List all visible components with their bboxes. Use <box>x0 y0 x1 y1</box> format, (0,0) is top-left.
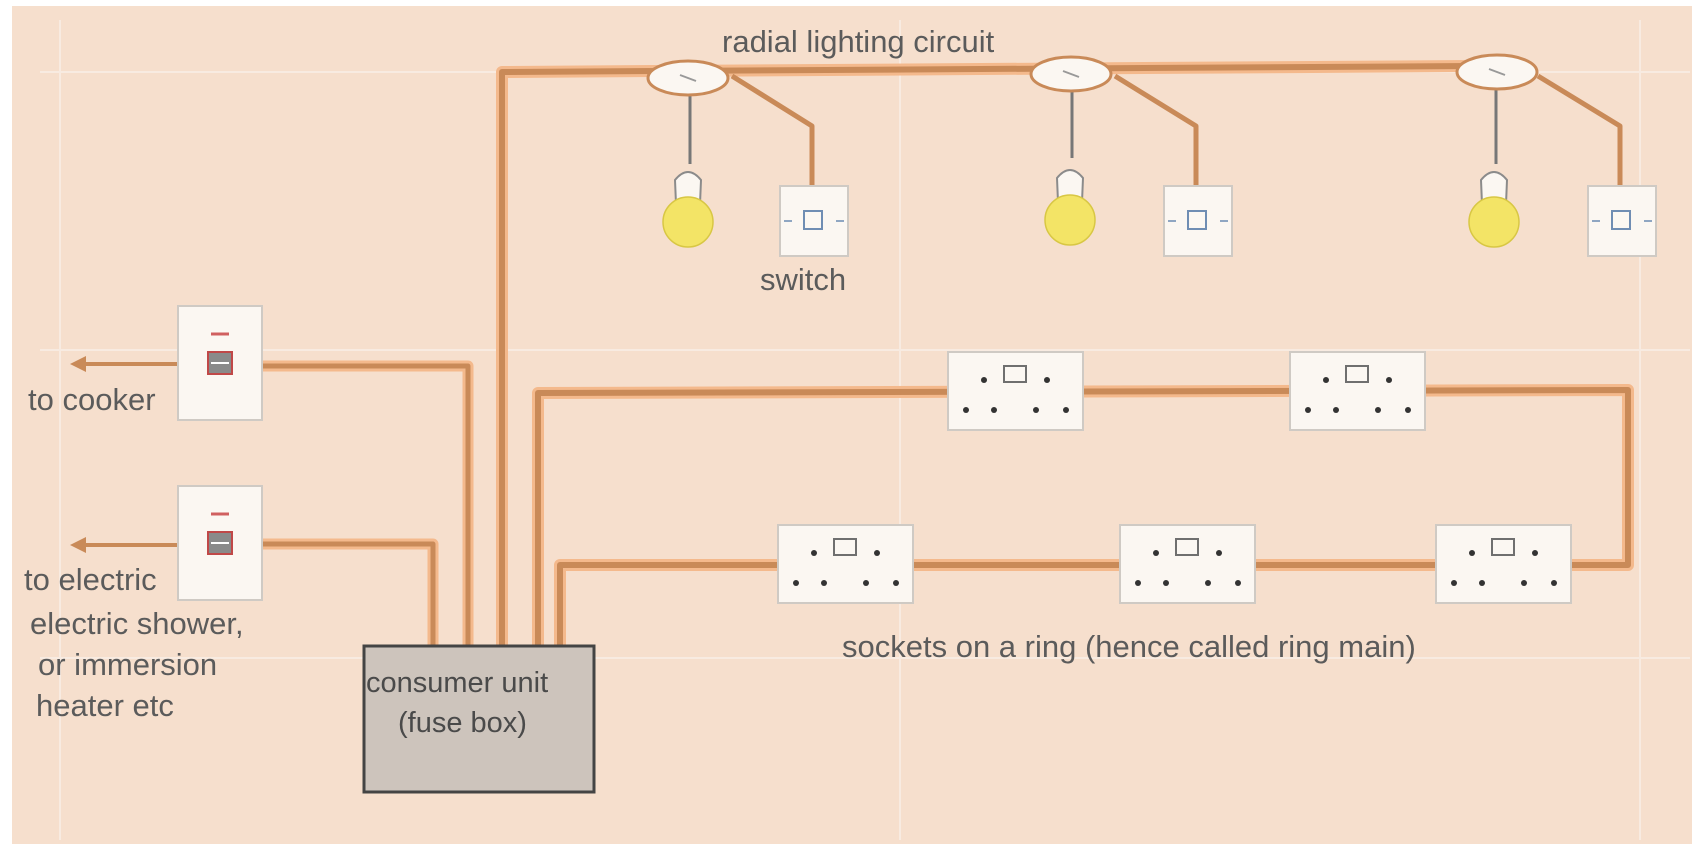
labels: radial lighting circuit switch to cooker… <box>24 24 1416 739</box>
lighting-circuit-wire <box>496 60 1623 645</box>
consumer-unit-label-line1: consumer unit <box>366 667 548 699</box>
diagram-background <box>12 6 1692 844</box>
wires <box>70 60 1634 645</box>
isolator-switch-icon <box>176 304 264 422</box>
double-socket-icon <box>1289 351 1426 431</box>
ceiling-rose-icon <box>646 59 730 97</box>
electric-label-line1: to electric <box>24 562 157 597</box>
electric-label-line4: heater etc <box>36 688 174 723</box>
light-switch-icon <box>1587 185 1657 257</box>
double-socket-icon <box>947 351 1084 431</box>
ring-main-wire <box>532 384 1634 645</box>
cooker-circuit-wire <box>70 356 474 645</box>
isolator-switch-icon <box>176 484 264 602</box>
light-switch-icon <box>779 185 849 257</box>
light-switch-icon <box>1163 185 1233 257</box>
ceiling-rose-icon <box>1029 55 1113 93</box>
lighting-circuit-label: radial lighting circuit <box>722 24 995 59</box>
consumer-unit-label-line2: (fuse box) <box>398 707 527 739</box>
double-socket-icon <box>1435 524 1572 604</box>
cooker-label: to cooker <box>28 382 156 417</box>
double-socket-icon <box>777 524 914 604</box>
ring-main-label: sockets on a ring (hence called ring mai… <box>842 629 1416 664</box>
electric-label-line3: or immersion <box>38 647 217 682</box>
shower-circuit-wire <box>70 537 439 645</box>
switch-label: switch <box>760 262 846 297</box>
double-socket-icon <box>1119 524 1256 604</box>
bottom-strip <box>0 844 1706 854</box>
consumer-unit-box <box>362 644 596 794</box>
electric-label-line2: electric shower, <box>30 606 244 641</box>
ceiling-rose-icon <box>1455 53 1539 91</box>
